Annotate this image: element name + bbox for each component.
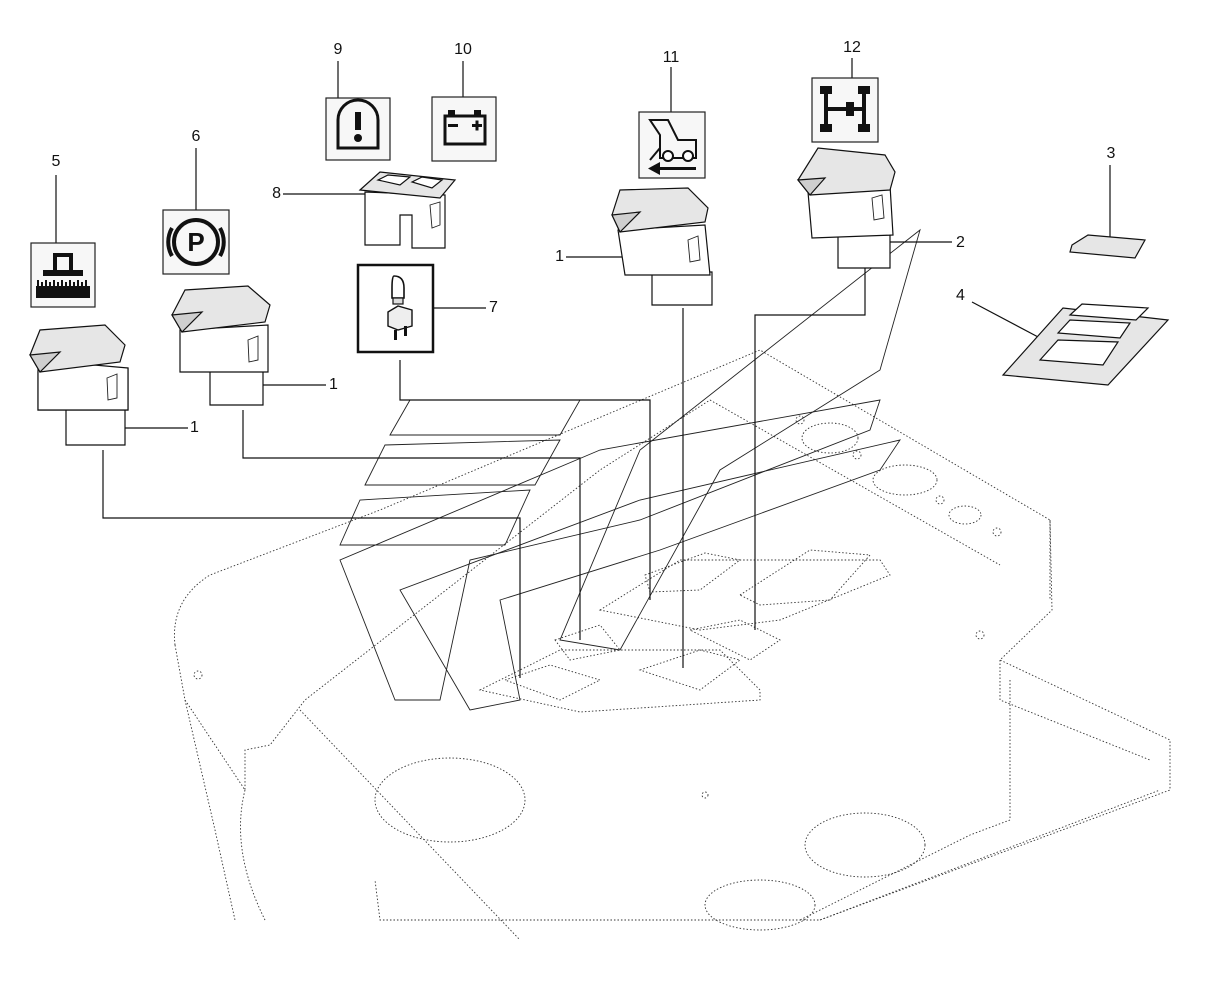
bulb-lamp-icon [356, 263, 435, 354]
leader-lines [55, 58, 1111, 678]
callout-4: 4 [956, 287, 965, 304]
switch-frame-4 [1001, 303, 1170, 386]
callout-7: 7 [489, 299, 498, 316]
callout-2: 2 [956, 234, 965, 251]
connector-housing-8 [358, 171, 457, 249]
callout-12: 12 [843, 39, 861, 56]
warning-thermometer-icon [325, 97, 391, 161]
callout-1-left: 1 [190, 419, 199, 436]
rocker-switch-second [171, 285, 271, 406]
callout-11: 11 [662, 49, 680, 66]
callout-1-center: 1 [555, 248, 564, 265]
callout-3: 3 [1106, 145, 1116, 162]
callout-6: 6 [191, 128, 201, 145]
callout-5: 5 [51, 153, 61, 170]
battery-icon [431, 96, 497, 162]
blank-cap-3 [1069, 234, 1146, 259]
rocker-switch-2 [796, 147, 896, 269]
four-wheel-drive-icon [811, 77, 879, 143]
callout-8: 8 [272, 185, 281, 202]
svg-text:P: P [187, 227, 204, 257]
callout-9: 9 [333, 41, 343, 58]
callout-10: 10 [454, 41, 472, 58]
loader-reverse-icon [638, 111, 706, 179]
callout-1-second: 1 [329, 376, 338, 393]
implement-lift-icon [30, 242, 96, 308]
rocker-switch-left [29, 324, 129, 446]
dashboard-console [174, 228, 1171, 941]
parking-brake-icon: P [162, 209, 230, 275]
rocker-switch-center [611, 187, 713, 306]
